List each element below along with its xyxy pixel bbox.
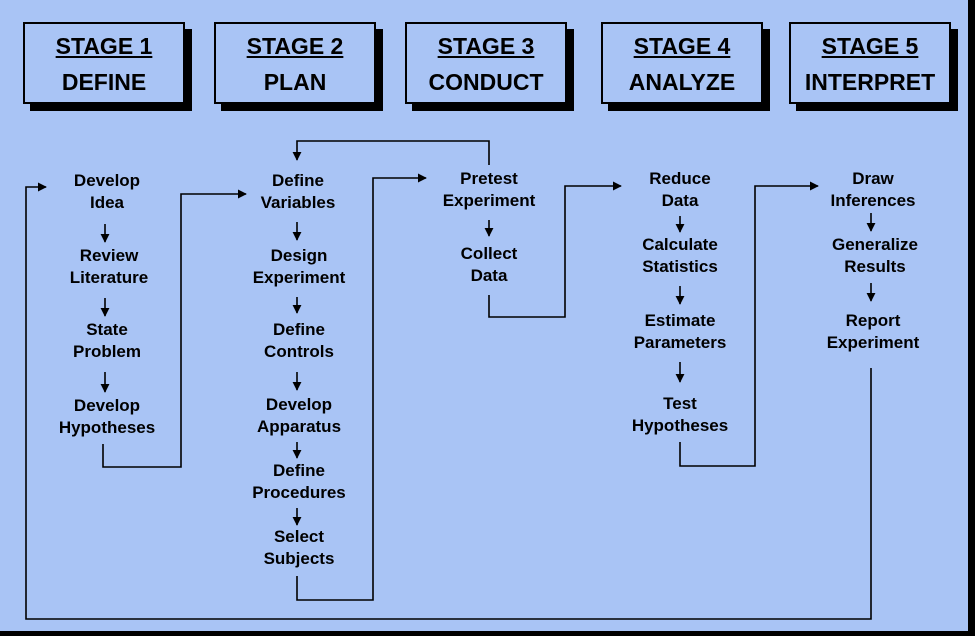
step-line: Hypotheses [631,416,729,435]
stage-number: STAGE 5 [821,33,919,59]
step-line: Develop [73,171,141,190]
step-collect-data: Collect Data [414,243,564,287]
step-reduce-data: Reduce Data [605,168,755,212]
step-develop-apparatus: Develop Apparatus [224,394,374,438]
stage-4-box: STAGE 4 ANALYZE [601,22,763,104]
step-pretest-experiment: Pretest Experiment [414,168,564,212]
step-line: Experiment [252,268,346,287]
step-line: Report [845,311,901,330]
step-line: Apparatus [256,417,342,436]
step-line: Design [270,246,328,265]
step-line: Statistics [642,257,718,276]
arrow-feedback-loop [25,182,872,620]
step-develop-idea: Develop Idea [32,170,182,214]
stage-name: CONDUCT [428,69,544,95]
step-line: Results [844,257,906,276]
step-line: Inferences [830,191,916,210]
arrow-conduct-to-analyze [488,181,622,318]
step-line: Review [79,246,139,265]
stage-3-box: STAGE 3 CONDUCT [405,22,567,104]
step-line: Pretest [460,169,518,188]
step-report-experiment: Report Experiment [798,310,948,354]
step-line: Collect [460,244,518,263]
step-line: Literature [69,268,149,287]
arrow-analyze-to-interpret [679,181,819,467]
step-line: Idea [89,193,125,212]
step-define-procedures: Define Procedures [224,460,374,504]
step-line: Data [470,266,508,285]
step-define-controls: Define Controls [224,319,374,363]
step-line: Calculate [642,235,718,254]
step-line: Develop [265,395,333,414]
arrow-plan-to-conduct [296,173,427,601]
step-line: Procedures [252,483,346,502]
stage-name: DEFINE [61,69,147,95]
stage-2-box: STAGE 2 PLAN [214,22,376,104]
step-line: Draw [852,169,894,188]
step-line: Generalize [832,235,918,254]
step-line: Reduce [649,169,711,188]
arrow-define-to-plan [102,189,247,468]
step-line: Data [661,191,699,210]
step-define-variables: Define Variables [223,170,373,214]
step-line: Hypotheses [58,418,156,437]
step-line: Define [273,461,325,480]
stage-number: STAGE 3 [437,33,535,59]
step-line: Define [273,320,325,339]
step-line: Subjects [263,549,335,568]
step-line: Variables [260,193,336,212]
stage-name: INTERPRET [804,69,936,95]
stage-number: STAGE 1 [55,33,153,59]
step-line: Develop [73,396,141,415]
step-review-literature: Review Literature [34,245,184,289]
stage-name: PLAN [263,69,327,95]
stage-5-box: STAGE 5 INTERPRET [789,22,951,104]
step-develop-hypotheses: Develop Hypotheses [32,395,182,439]
step-calculate-statistics: Calculate Statistics [605,234,755,278]
step-estimate-parameters: Estimate Parameters [605,310,755,354]
step-line: Test [663,394,697,413]
step-test-hypotheses: Test Hypotheses [605,393,755,437]
stage-number: STAGE 2 [246,33,344,59]
step-line: State [86,320,128,339]
step-draw-inferences: Draw Inferences [798,168,948,212]
stage-1-box: STAGE 1 DEFINE [23,22,185,104]
step-line: Select [273,527,325,546]
stage-name: ANALYZE [628,69,736,95]
step-line: Controls [264,342,334,361]
step-line: Experiment [442,191,536,210]
step-line: Estimate [644,311,716,330]
arrow-pretest-feedback [292,140,490,165]
step-design-experiment: Design Experiment [224,245,374,289]
step-line: Experiment [826,333,920,352]
stage-number: STAGE 4 [633,33,731,59]
step-line: Problem [72,342,142,361]
step-generalize-results: Generalize Results [800,234,950,278]
step-state-problem: State Problem [32,319,182,363]
step-line: Parameters [633,333,727,352]
step-line: Define [272,171,324,190]
step-select-subjects: Select Subjects [224,526,374,570]
